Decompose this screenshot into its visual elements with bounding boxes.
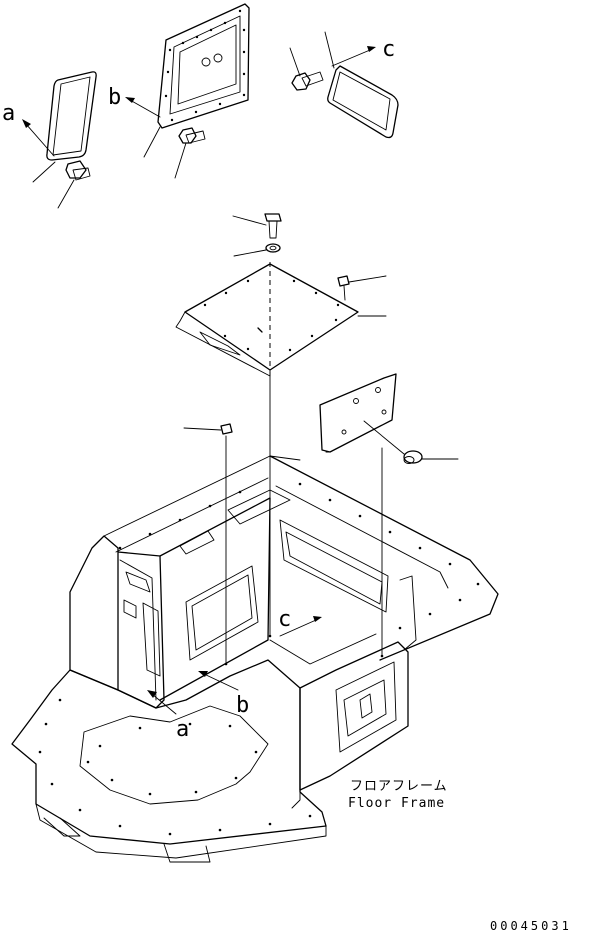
callout-b-arrow — [125, 97, 161, 118]
alignment-lines — [225, 371, 383, 665]
stud-right — [337, 275, 387, 301]
callout-a-label-frame: a — [176, 717, 189, 742]
bolt-b — [174, 127, 206, 179]
cover-plate-a — [32, 71, 97, 183]
stud-left — [183, 423, 233, 435]
frame-callout-c-arrow — [279, 616, 322, 637]
bracket-plate — [319, 373, 405, 455]
frame-callout-b-arrow — [198, 671, 239, 691]
bolt-c — [289, 47, 324, 91]
bolt-a — [57, 160, 91, 209]
callout-c-arrow — [331, 46, 376, 67]
callout-a-arrow — [22, 119, 55, 157]
frame-callout-a-arrow — [147, 690, 177, 715]
frame-name-japanese: フロアフレーム — [350, 779, 448, 794]
cover-plate-c — [324, 31, 399, 139]
callout-c-label-top: c — [382, 37, 395, 62]
callout-c-label-frame: c — [278, 607, 291, 632]
bolt-center — [232, 213, 282, 239]
callout-b-label-frame: b — [236, 693, 249, 718]
grommet — [403, 450, 459, 464]
callout-a-label-top: a — [2, 101, 15, 126]
drawing-number: 00045031 — [490, 919, 572, 933]
callout-b-label-top: b — [108, 85, 121, 110]
floor-frame — [11, 455, 499, 863]
washer-center — [233, 243, 281, 257]
frame-name-english: Floor Frame — [348, 796, 445, 811]
top-cover-plate — [175, 262, 387, 377]
inspection-plate-b — [143, 3, 250, 158]
